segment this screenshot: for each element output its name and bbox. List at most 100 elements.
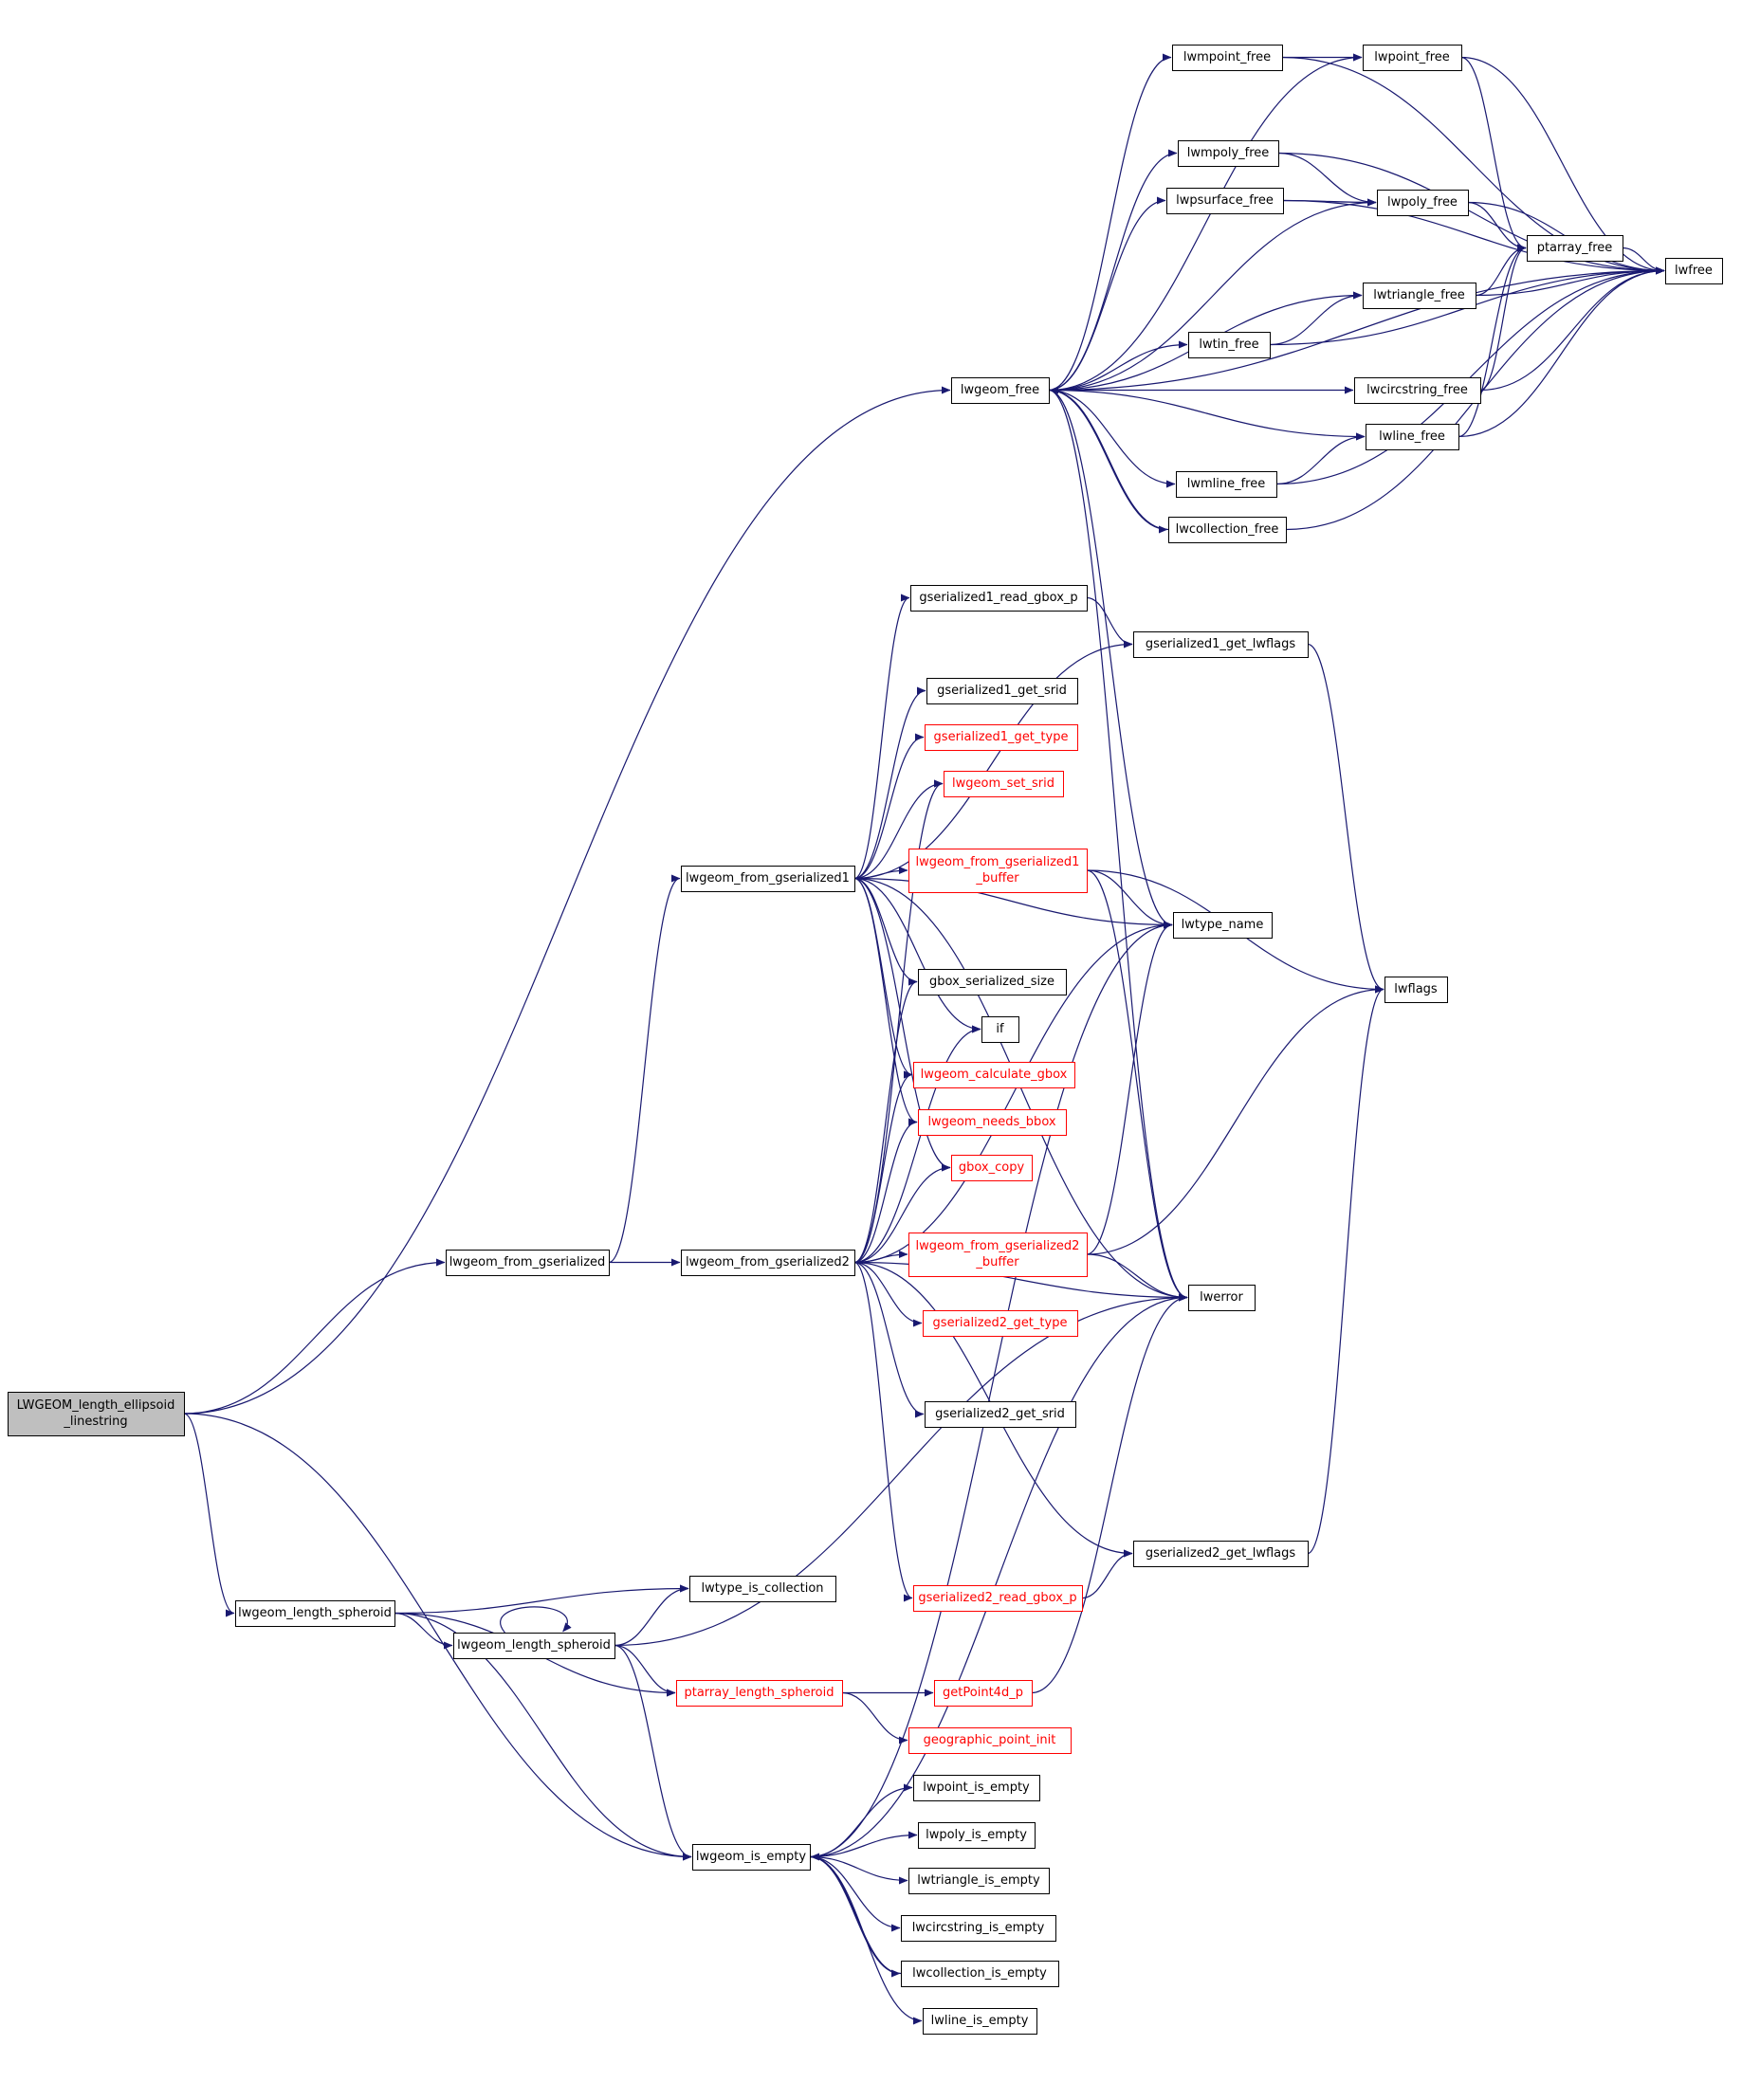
node-lwgeom_free[interactable]: lwgeom_free [951, 377, 1050, 404]
node-label-lwtriangle_is_empty: lwtriangle_is_empty [917, 1873, 1040, 1888]
node-lwpsurface_free[interactable]: lwpsurface_free [1166, 188, 1284, 214]
node-lwpoint_free[interactable]: lwpoint_free [1363, 45, 1462, 71]
edge-lwmpoly_free-to-lwpoly_free [1277, 152, 1377, 207]
node-gserialized2_get_type[interactable]: gserialized2_get_type [923, 1310, 1078, 1337]
edge-main-to-lwgeom_from_gserialized [183, 1258, 446, 1415]
node-lwgeom_from_gserialized[interactable]: lwgeom_from_gserialized [446, 1250, 610, 1276]
edge-lwgeom_free-to-lwpoly_free [1048, 198, 1377, 392]
node-lwpoly_free[interactable]: lwpoly_free [1377, 190, 1469, 216]
node-ptarray_free[interactable]: ptarray_free [1527, 235, 1623, 262]
node-lwtin_free[interactable]: lwtin_free [1188, 332, 1271, 358]
node-lwcollection_is_empty[interactable]: lwcollection_is_empty [901, 1961, 1059, 1987]
node-lwline_is_empty[interactable]: lwline_is_empty [923, 2008, 1037, 2035]
node-label-lwtype_name: lwtype_name [1182, 918, 1264, 932]
node-label-lwfree: lwfree [1675, 264, 1713, 278]
node-label-gbox_copy: gbox_copy [959, 1160, 1025, 1175]
node-gserialized2_get_lwflags[interactable]: gserialized2_get_lwflags [1133, 1541, 1309, 1567]
edge-main-to-lwgeom_free [183, 386, 951, 1415]
node-lwgeom_calculate_gbox[interactable]: lwgeom_calculate_gbox [913, 1062, 1075, 1088]
node-lwmline_free[interactable]: lwmline_free [1176, 471, 1277, 498]
edge-lwgeom_from_gserialized-to-lwgeom_from_gserialized1 [608, 874, 681, 1264]
node-lwmpoint_free[interactable]: lwmpoint_free [1172, 45, 1283, 71]
node-lwgeom_needs_bbox[interactable]: lwgeom_needs_bbox [918, 1109, 1067, 1136]
edge-getPoint4d_p-to-lwerror [1031, 1293, 1188, 1694]
node-gbox_copy[interactable]: gbox_copy [951, 1155, 1033, 1181]
edge-lwmpoly_free-to-lwfree [1277, 152, 1665, 275]
edge-gserialized2_get_lwflags-to-lwflags [1307, 985, 1384, 1555]
node-gbox_serialized_size[interactable]: gbox_serialized_size [918, 969, 1067, 995]
node-label-lwpsurface_free: lwpsurface_free [1176, 193, 1274, 208]
edge-lwgeom_from_gserialized2_buffer-to-lwtype_name [1086, 921, 1173, 1255]
node-lwtriangle_free[interactable]: lwtriangle_free [1363, 283, 1476, 309]
node-if[interactable]: if [981, 1016, 1019, 1043]
node-geographic_point_init[interactable]: geographic_point_init [908, 1727, 1072, 1754]
edge-lwcircstring_free-to-ptarray_free [1479, 244, 1527, 392]
node-label-main: LWGEOM_length_ellipsoid_linestring [17, 1398, 175, 1429]
node-label-lwcollection_is_empty: lwcollection_is_empty [912, 1966, 1047, 1981]
node-lwcollection_free[interactable]: lwcollection_free [1168, 517, 1287, 543]
edge-lwgeom_is_empty-to-lwerror [809, 1293, 1188, 1858]
edge-lwline_free-to-ptarray_free [1458, 244, 1527, 438]
edge-lwpoint_free-to-lwfree [1460, 56, 1665, 275]
node-gserialized2_get_srid[interactable]: gserialized2_get_srid [925, 1401, 1076, 1428]
edge-lwgeom_free-to-lwtype_name [1048, 389, 1173, 929]
edge-lwgeom_length_spheroid_a-to-lwtype_is_collection [394, 1584, 689, 1615]
node-label-lwgeom_from_gserialized2: lwgeom_from_gserialized2 [686, 1255, 850, 1269]
edge-lwgeom_from_gserialized1-to-gserialized1_read_gbox_p [853, 593, 910, 880]
node-lwpoint_is_empty[interactable]: lwpoint_is_empty [913, 1775, 1040, 1801]
node-label-gserialized2_read_gbox_p: gserialized2_read_gbox_p [918, 1591, 1076, 1605]
node-lwtype_name[interactable]: lwtype_name [1173, 912, 1273, 939]
node-lwgeom_from_gserialized1[interactable]: lwgeom_from_gserialized1 [681, 866, 855, 892]
node-lwerror[interactable]: lwerror [1188, 1285, 1256, 1311]
node-gserialized1_get_lwflags[interactable]: gserialized1_get_lwflags [1133, 631, 1309, 658]
edge-lwgeom_is_empty-to-lwcircstring_is_empty [809, 1855, 901, 1932]
node-lwpoly_is_empty[interactable]: lwpoly_is_empty [918, 1822, 1036, 1849]
edge-main-to-lwgeom_length_spheroid_a [183, 1413, 235, 1617]
node-lwfree[interactable]: lwfree [1665, 258, 1723, 284]
edge-lwgeom_from_gserialized1-to-gbox_serialized_size [853, 877, 918, 986]
node-gserialized1_get_srid[interactable]: gserialized1_get_srid [926, 678, 1078, 704]
node-main[interactable]: LWGEOM_length_ellipsoid_linestring [8, 1392, 185, 1436]
node-label-gserialized1_read_gbox_p: gserialized1_read_gbox_p [919, 591, 1077, 605]
node-ptarray_length_spheroid[interactable]: ptarray_length_spheroid [676, 1680, 843, 1707]
node-lwline_free[interactable]: lwline_free [1366, 424, 1459, 450]
node-label-gserialized1_get_type: gserialized1_get_type [934, 730, 1069, 744]
edges-layer [183, 53, 1665, 2025]
node-label-gserialized1_get_srid: gserialized1_get_srid [937, 684, 1067, 698]
node-lwgeom_is_empty[interactable]: lwgeom_is_empty [692, 1844, 811, 1871]
node-lwcircstring_is_empty[interactable]: lwcircstring_is_empty [901, 1915, 1056, 1942]
edge-lwgeom_is_empty-to-lwtriangle_is_empty [809, 1855, 908, 1885]
edge-lwgeom_from_gserialized2-to-lwgeom_needs_bbox [853, 1118, 918, 1264]
node-lwgeom_from_gserialized2_buffer[interactable]: lwgeom_from_gserialized2_buffer [908, 1233, 1088, 1277]
edge-lwgeom_from_gserialized2-to-gserialized2_get_type [853, 1261, 923, 1327]
node-lwtype_is_collection[interactable]: lwtype_is_collection [689, 1576, 836, 1602]
edge-lwgeom_length_spheroid_a-to-lwgeom_length_spheroid_b [394, 1612, 453, 1650]
node-lwgeom_set_srid[interactable]: lwgeom_set_srid [944, 771, 1064, 797]
edge-lwline_free-to-lwfree [1458, 266, 1665, 438]
node-label-lwcircstring_is_empty: lwcircstring_is_empty [912, 1921, 1045, 1935]
edge-lwgeom_free-to-lwtin_free [1048, 340, 1188, 392]
node-lwcircstring_free[interactable]: lwcircstring_free [1354, 377, 1481, 404]
node-lwtriangle_is_empty[interactable]: lwtriangle_is_empty [908, 1868, 1050, 1894]
edge-lwgeom_from_gserialized1-to-lwgeom_set_srid [853, 779, 944, 880]
node-gserialized2_read_gbox_p[interactable]: gserialized2_read_gbox_p [913, 1585, 1083, 1612]
node-lwflags[interactable]: lwflags [1384, 977, 1448, 1003]
edge-lwgeom_length_spheroid_b-to-lwgeom_is_empty [614, 1644, 692, 1861]
node-gserialized1_read_gbox_p[interactable]: gserialized1_read_gbox_p [910, 585, 1088, 612]
node-lwgeom_length_spheroid_b[interactable]: lwgeom_length_spheroid [453, 1633, 615, 1659]
node-getPoint4d_p[interactable]: getPoint4d_p [934, 1680, 1033, 1707]
edge-lwgeom_from_gserialized1-to-lwgeom_needs_bbox [853, 877, 918, 1126]
node-label-gserialized1_get_lwflags: gserialized1_get_lwflags [1146, 637, 1296, 651]
node-label-lwflags: lwflags [1394, 982, 1438, 996]
edge-main-to-lwgeom_is_empty [183, 1413, 692, 1861]
node-lwgeom_from_gserialized1_buffer[interactable]: lwgeom_from_gserialized1_buffer [908, 849, 1088, 893]
edge-lwtin_free-to-lwtriangle_free [1269, 291, 1363, 346]
node-lwmpoly_free[interactable]: lwmpoly_free [1178, 140, 1279, 167]
node-label-lwgeom_from_gserialized1: lwgeom_from_gserialized1 [686, 871, 850, 886]
node-gserialized1_get_type[interactable]: gserialized1_get_type [925, 724, 1078, 751]
node-lwgeom_length_spheroid_a[interactable]: lwgeom_length_spheroid [235, 1600, 395, 1627]
node-lwgeom_from_gserialized2[interactable]: lwgeom_from_gserialized2 [681, 1250, 855, 1276]
node-label-lwmline_free: lwmline_free [1187, 477, 1266, 491]
edge-lwpoint_free-to-ptarray_free [1460, 56, 1527, 252]
